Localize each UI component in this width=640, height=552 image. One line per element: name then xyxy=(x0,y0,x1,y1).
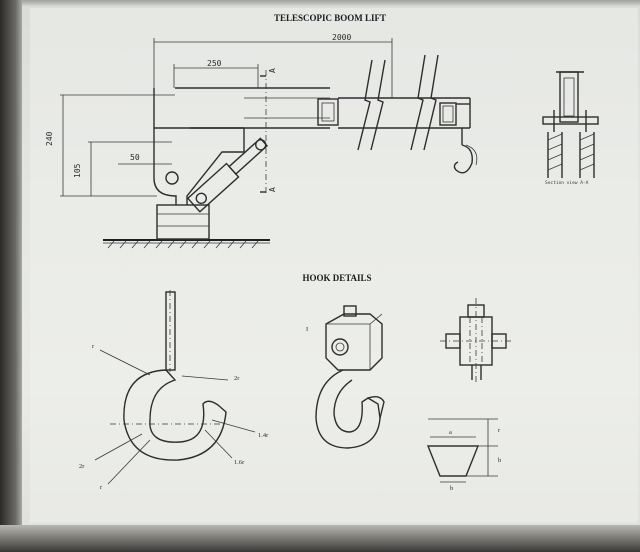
hook-label-2r-right: 2r xyxy=(234,375,240,382)
boom-section-2 xyxy=(439,102,457,126)
boom-section-1 xyxy=(317,98,339,126)
drawing-title: TELESCOPIC BOOM LIFT xyxy=(274,13,386,23)
dim-pivot-height: 105 xyxy=(73,163,82,178)
dim-overall-length: 2000 xyxy=(332,33,351,42)
hook-details-title: HOOK DETAILS xyxy=(302,273,371,283)
section-marker-bottom: A xyxy=(268,187,277,192)
monitor-bezel-bottom xyxy=(0,525,640,552)
block-label-b-bottom: b xyxy=(450,485,453,492)
break-lines xyxy=(357,54,439,151)
dim-pivot-offset: 50 xyxy=(130,153,140,162)
section-view-a-a: Section view A-A xyxy=(542,71,599,186)
hook-label-1-6r: 1.6r xyxy=(234,459,245,466)
hook-block-pin xyxy=(331,338,349,356)
marker-i: I xyxy=(306,326,308,333)
hook-label-1-4r: 1.4r xyxy=(258,432,269,439)
lift-base xyxy=(156,204,210,240)
hook-isometric: I xyxy=(306,305,385,449)
trapezoid-section: a r b b xyxy=(426,418,501,492)
hook-shank xyxy=(165,291,176,371)
block-label-b-right: b xyxy=(498,457,501,464)
hook-profile: r 2r 1.4r 1.6r 2r r xyxy=(79,290,269,491)
monitor-bezel-left xyxy=(0,0,22,552)
lift-column xyxy=(153,88,177,205)
monitor-bezel-top xyxy=(0,0,640,6)
hook-body xyxy=(123,369,227,461)
hook-block xyxy=(325,313,383,371)
hook-iso-body xyxy=(315,369,381,449)
boom-lift-elevation: 2000 250 240 105 50 A A xyxy=(45,33,478,249)
block-label-r: r xyxy=(498,427,501,434)
section-caption: Section view A-A xyxy=(545,180,589,186)
hook-label-r-top: r xyxy=(92,343,95,350)
pivot-pin xyxy=(165,171,179,185)
block-front-view xyxy=(440,298,512,385)
boom-hook xyxy=(453,144,473,174)
hook-label-2r-left: 2r xyxy=(79,463,85,470)
drawing-sheet xyxy=(30,8,638,523)
dim-arm-offset: 250 xyxy=(207,59,222,68)
hook-label-r-bottom: r xyxy=(100,484,103,491)
hydraulic-cylinder xyxy=(186,137,269,213)
dim-total-height: 240 xyxy=(45,131,54,146)
block-label-a: a xyxy=(449,429,452,436)
section-marker-top: A xyxy=(268,68,277,73)
ground-hatch xyxy=(107,240,259,249)
